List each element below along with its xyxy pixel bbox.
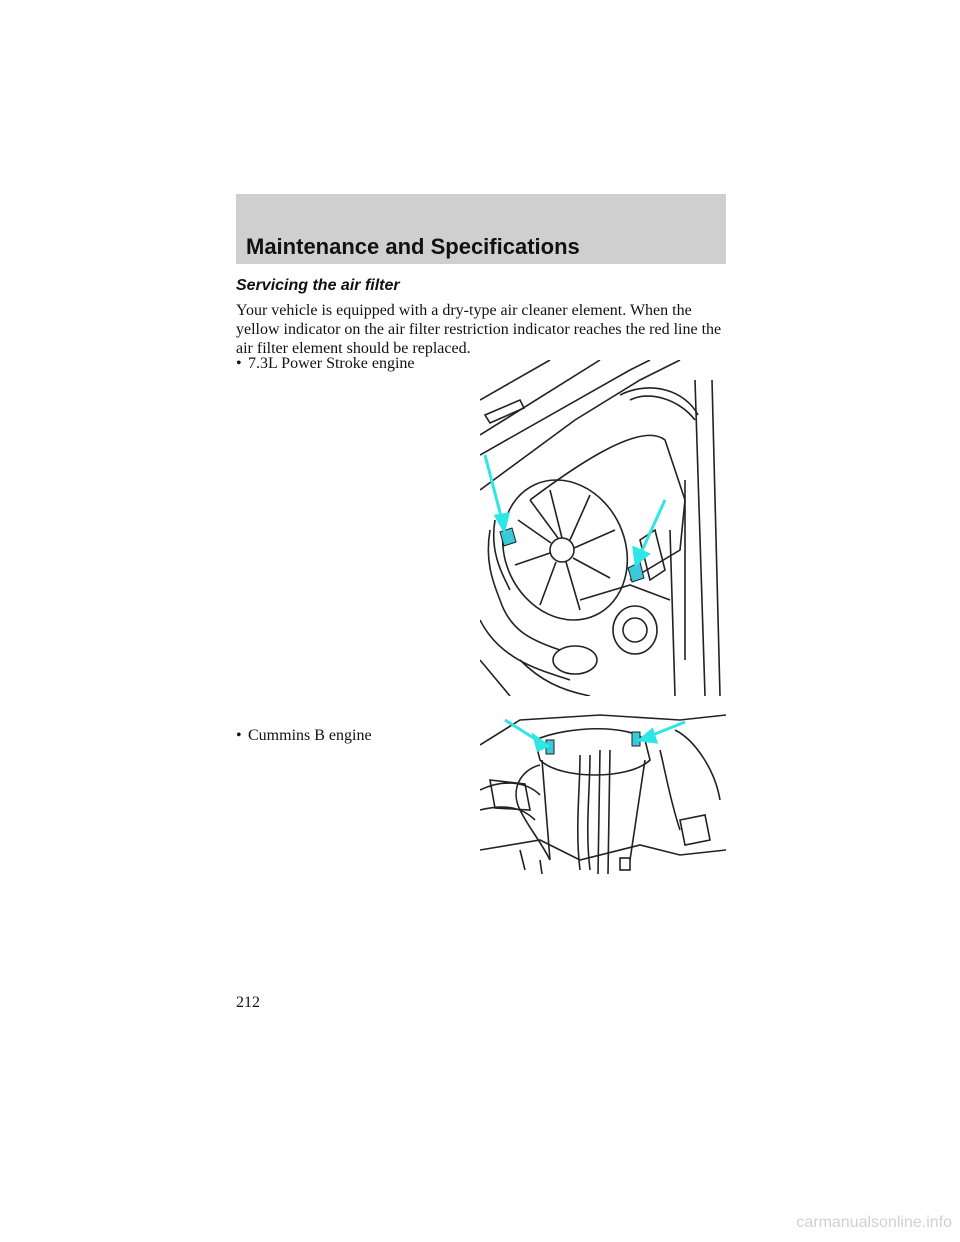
powerstroke-engine-illustration — [480, 360, 721, 696]
bullet-symbol: • — [236, 355, 242, 372]
bullet-symbol: • — [236, 727, 242, 744]
body-paragraph: Your vehicle is equipped with a dry-type… — [236, 302, 722, 357]
bullet-label: 7.3L Power Stroke engine — [248, 355, 415, 372]
section-title: Servicing the air filter — [236, 277, 400, 294]
page-number: 212 — [236, 994, 260, 1011]
watermark: carmanualsonline.info — [796, 1214, 952, 1231]
cummins-engine-illustration — [480, 714, 726, 874]
header-band: Maintenance and Specifications — [236, 194, 726, 264]
page-header-title: Maintenance and Specifications — [246, 234, 580, 259]
bullet-item-powerstroke: • 7.3L Power Stroke engine — [236, 355, 414, 373]
bullet-item-cummins: • Cummins B engine — [236, 727, 372, 745]
bullet-label: Cummins B engine — [248, 727, 372, 744]
